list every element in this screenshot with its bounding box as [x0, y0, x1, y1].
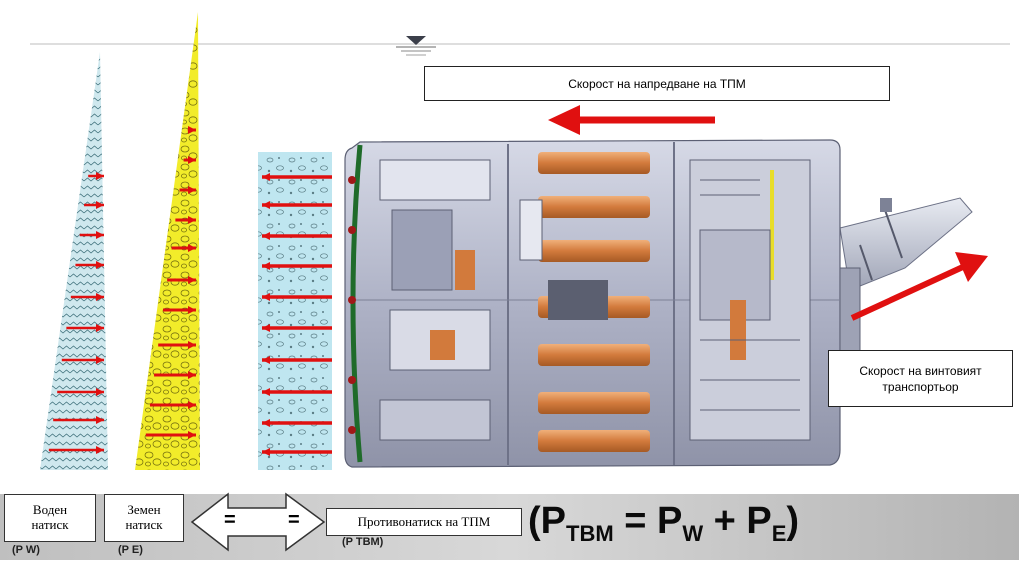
water-pressure-triangle: [40, 52, 108, 470]
thrust-cylinder: [538, 344, 650, 366]
counter-pressure-text: Противонатиск на ТПМ: [357, 514, 491, 529]
pressure-arrowhead: [96, 293, 104, 301]
pressure-arrowhead: [96, 231, 104, 239]
pressure-arrowhead: [262, 448, 270, 456]
pressure-arrowhead: [96, 388, 104, 396]
pressure-arrowhead: [188, 156, 196, 164]
tbm-symbol-label: (P TBM): [342, 536, 384, 548]
advance-arrow: [548, 105, 715, 135]
face-pressure-arrows: [262, 173, 332, 456]
formula-open: (P: [528, 500, 566, 542]
pressure-arrowhead: [96, 416, 104, 424]
pressure-arrowhead: [262, 388, 270, 396]
pressure-arrowhead: [188, 276, 196, 284]
water-pressure-arrows: [48, 172, 104, 454]
earth-pressure-arrows: [145, 126, 196, 439]
pressure-arrowhead: [262, 324, 270, 332]
thrust-cylinder: [538, 430, 650, 452]
pressure-arrowhead: [96, 446, 104, 454]
screw-speed-callout: Скорост на винтовият транспортьор: [828, 350, 1013, 407]
screw-conveyor: [839, 197, 973, 291]
thrust-cylinders: [538, 152, 650, 452]
pressure-arrowhead: [262, 293, 270, 301]
screw-speed-arrow: [850, 252, 988, 321]
pressure-arrowhead: [188, 186, 196, 194]
equals-left: =: [224, 509, 236, 531]
earth-symbol-label: (P E): [118, 544, 143, 556]
thrust-cylinder: [538, 196, 650, 218]
pressure-arrowhead: [262, 262, 270, 270]
earth-pressure-label: Земен натиск: [104, 494, 184, 542]
water-pressure-line2: натиск: [31, 517, 69, 532]
pressure-arrowhead: [96, 201, 104, 209]
counter-pressure-label: Противонатиск на ТПМ: [326, 508, 522, 536]
pressure-arrowhead: [96, 261, 104, 269]
pressure-arrowhead: [188, 126, 196, 134]
advance-speed-callout: Скорост на напредване на ТПМ: [424, 66, 890, 101]
pressure-arrowhead: [262, 201, 270, 209]
formula-plus: + P: [703, 500, 772, 542]
pressure-formula: (PTBM = PW + PE): [528, 500, 799, 547]
water-pressure-label: Воден натиск: [4, 494, 96, 542]
equals-right: =: [288, 509, 300, 531]
pressure-arrowhead: [188, 401, 196, 409]
water-symbol-label: (P W): [12, 544, 40, 556]
formula-e-sub: E: [771, 521, 787, 546]
water-pressure-line1: Воден: [32, 502, 68, 517]
screw-speed-label-line1: Скорост на винтовият: [859, 363, 982, 378]
formula-tbm-sub: TBM: [566, 521, 614, 546]
thrust-cylinder: [538, 392, 650, 414]
pressure-arrowhead: [262, 232, 270, 240]
pressure-arrowhead: [96, 324, 104, 332]
thrust-cylinder: [538, 152, 650, 174]
pressure-arrowhead: [188, 431, 196, 439]
thrust-cylinder: [538, 240, 650, 262]
advance-speed-label: Скорост на напредване на ТПМ: [568, 76, 746, 91]
formula-eq: = P: [613, 500, 683, 542]
pressure-arrowhead: [188, 371, 196, 379]
tbm-machine: [344, 139, 973, 468]
water-level-icon: [396, 36, 436, 56]
pressure-arrowhead: [262, 419, 270, 427]
earth-pressure-triangle: [135, 12, 200, 470]
pressure-arrowhead: [96, 172, 104, 180]
pressure-arrowhead: [96, 356, 104, 364]
earth-pressure-line1: Земен: [127, 502, 161, 517]
pressure-arrowhead: [262, 173, 270, 181]
pressure-arrowhead: [188, 244, 196, 252]
pressure-arrowhead: [188, 306, 196, 314]
earth-pressure-line2: натиск: [125, 517, 163, 532]
formula-w-sub: W: [682, 521, 704, 546]
double-arrow-icon: [190, 492, 326, 552]
pressure-arrowhead: [188, 216, 196, 224]
pressure-arrowhead: [188, 341, 196, 349]
pressure-arrowhead: [262, 356, 270, 364]
formula-close: ): [786, 500, 800, 542]
screw-speed-label-line2: транспортьор: [882, 379, 959, 394]
